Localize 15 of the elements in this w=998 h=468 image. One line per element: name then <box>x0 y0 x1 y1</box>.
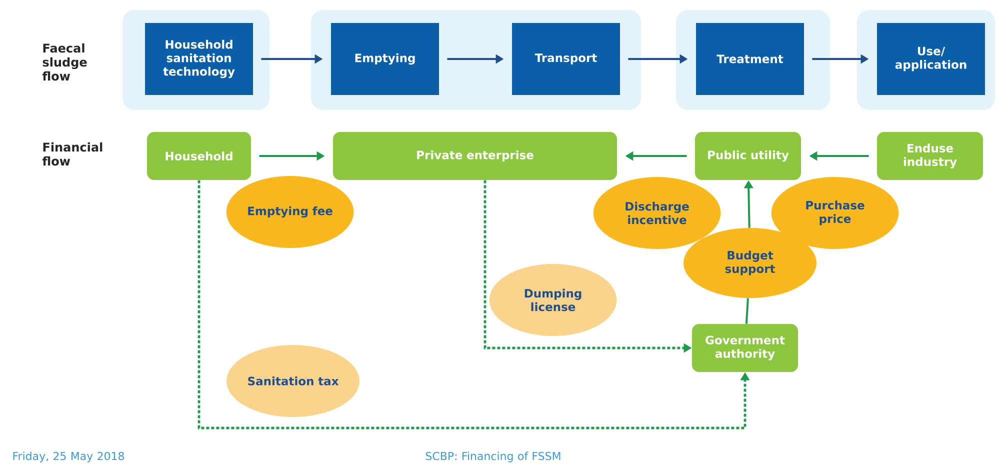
node-label: Budget support <box>725 250 776 276</box>
row-label: Financial flow <box>42 142 102 166</box>
actor-box: Government authority <box>692 324 798 372</box>
actor-box: Private enterprise <box>333 132 617 180</box>
process-box: Transport <box>512 23 620 95</box>
footer-date: Friday, 25 May 2018 <box>13 452 124 462</box>
footer-title: SCBP: Financing of FSSM <box>426 452 560 462</box>
actor-box: Public utility <box>695 132 801 180</box>
process-box: Emptying <box>331 23 439 95</box>
actor-box: Household <box>147 132 251 180</box>
row-label: Faecal sludge flow <box>42 43 87 81</box>
process-box: Household sanitation technology <box>145 23 253 95</box>
actor-box: Enduse industry <box>877 132 983 180</box>
process-box: Use/ application <box>877 23 985 95</box>
process-box: Treatment <box>696 23 804 95</box>
